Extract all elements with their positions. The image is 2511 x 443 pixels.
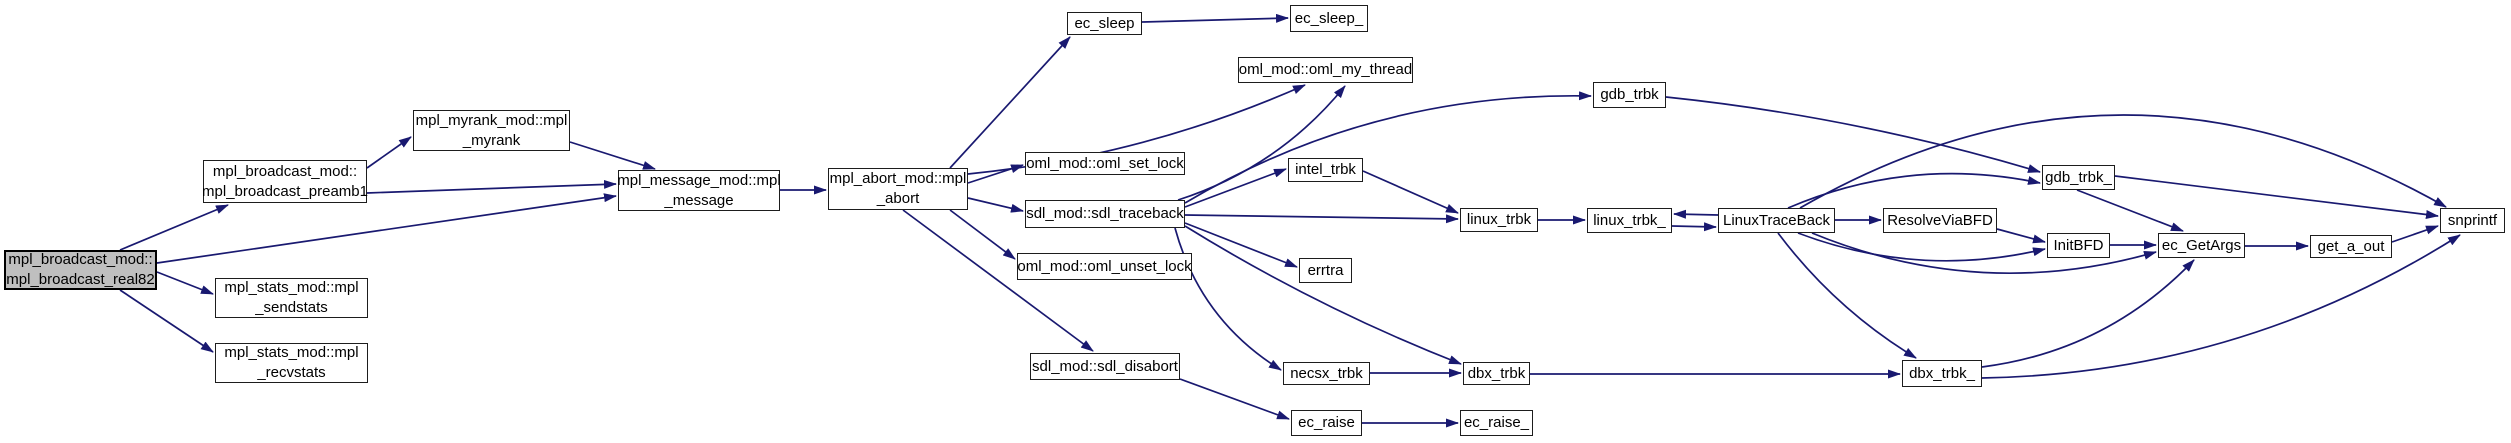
edge-get_a_out-to-snprintf	[2391, 225, 2439, 243]
edge-dbx_trbk_-to-snprintf	[1981, 234, 2461, 379]
node-linux_trbk[interactable]: linux_trbk	[1460, 208, 1538, 232]
node-sdl_traceback[interactable]: sdl_mod::sdl_traceback	[1025, 200, 1185, 228]
node-oml_my_thread[interactable]: oml_mod::oml_my_thread	[1238, 57, 1413, 83]
node-ec_sleep_[interactable]: ec_sleep_	[1290, 5, 1368, 32]
edge-LinuxTraceBack-to-snprintf	[1799, 114, 2447, 209]
edge-sdl_traceback-to-gdb_trbk	[1184, 91, 1592, 204]
edge-sdl_traceback-to-dbx_trbk	[1184, 225, 1462, 365]
node-mpl_sendstats[interactable]: mpl_stats_mod::mpl _sendstats	[215, 278, 368, 318]
edge-mpl_myrank-to-mpl_message	[569, 141, 656, 170]
edge-mpl_abort-to-oml_set_lock	[967, 164, 1024, 184]
edge-sdl_traceback-to-necsx_trbk	[1174, 227, 1282, 371]
node-snprintf[interactable]: snprintf	[2440, 208, 2505, 233]
node-gdb_trbk[interactable]: gdb_trbk	[1593, 82, 1666, 108]
edge-mpl_broadcast_real82-to-mpl_recvstats	[119, 289, 214, 353]
edge-gdb_trbk_-to-ec_GetArgs	[2076, 189, 2184, 232]
edge-LinuxTraceBack-to-InitBFD	[1797, 232, 2046, 262]
edge-sdl_traceback-to-oml_my_thread	[1177, 85, 1346, 201]
edge-mpl_broadcast_preamb1-to-mpl_myrank	[366, 136, 412, 169]
edge-mpl_abort-to-ec_sleep	[949, 36, 1071, 169]
node-LinuxTraceBack[interactable]: LinuxTraceBack	[1718, 208, 1835, 233]
node-sdl_disabort[interactable]: sdl_mod::sdl_disabort	[1030, 353, 1180, 380]
node-mpl_message[interactable]: mpl_message_mod::mpl _message	[617, 170, 781, 211]
node-ResolveViaBFD[interactable]: ResolveViaBFD	[1883, 208, 1997, 233]
node-ec_GetArgs[interactable]: ec_GetArgs	[2158, 233, 2245, 258]
node-mpl_broadcast_real82: mpl_broadcast_mod:: mpl_broadcast_real82	[4, 250, 157, 290]
node-mpl_myrank[interactable]: mpl_myrank_mod::mpl _myrank	[413, 110, 570, 151]
node-intel_trbk[interactable]: intel_trbk	[1288, 158, 1363, 182]
edge-LinuxTraceBack-to-ec_GetArgs	[1811, 232, 2157, 275]
edge-LinuxTraceBack-to-linux_trbk_	[1673, 209, 1719, 219]
edge-gdb_trbk_-to-snprintf	[2114, 175, 2439, 219]
node-gdb_trbk_[interactable]: gdb_trbk_	[2042, 165, 2115, 190]
edge-linux_trbk_-to-LinuxTraceBack	[1671, 222, 1717, 232]
edge-LinuxTraceBack-to-gdb_trbk_	[1787, 172, 2041, 209]
node-mpl_broadcast_preamb1[interactable]: mpl_broadcast_mod:: mpl_broadcast_preamb…	[202, 160, 368, 203]
node-oml_set_lock[interactable]: oml_mod::oml_set_lock	[1025, 152, 1185, 175]
edge-mpl_broadcast_real82-to-mpl_broadcast_preamb1	[119, 204, 229, 251]
node-oml_unset_lock[interactable]: oml_mod::oml_unset_lock	[1017, 253, 1192, 280]
node-ec_raise[interactable]: ec_raise	[1291, 410, 1362, 436]
edge-gdb_trbk-to-gdb_trbk_	[1665, 96, 2041, 173]
node-necsx_trbk[interactable]: necsx_trbk	[1283, 362, 1370, 385]
edge-sdl_disabort-to-ec_raise	[1179, 378, 1290, 420]
node-errtra[interactable]: errtra	[1299, 258, 1352, 283]
edge-ResolveViaBFD-to-InitBFD	[1996, 228, 2046, 244]
node-ec_sleep[interactable]: ec_sleep	[1067, 12, 1142, 35]
edge-sdl_traceback-to-intel_trbk	[1184, 168, 1287, 208]
edge-dbx_trbk_-to-ec_GetArgs	[1981, 259, 2195, 368]
node-InitBFD[interactable]: InitBFD	[2047, 233, 2110, 258]
edge-ec_sleep-to-ec_sleep_	[1141, 13, 1289, 23]
node-mpl_recvstats[interactable]: mpl_stats_mod::mpl _recvstats	[215, 343, 368, 383]
edge-mpl_broadcast_preamb1-to-mpl_message	[366, 179, 617, 194]
edge-mpl_abort-to-sdl_disabort	[902, 209, 1094, 352]
node-dbx_trbk_[interactable]: dbx_trbk_	[1902, 360, 1982, 387]
edge-sdl_traceback-to-linux_trbk	[1184, 214, 1459, 224]
edge-intel_trbk-to-linux_trbk	[1362, 170, 1459, 214]
node-dbx_trbk[interactable]: dbx_trbk	[1463, 362, 1530, 385]
node-mpl_abort[interactable]: mpl_abort_mod::mpl _abort	[828, 168, 968, 210]
edge-mpl_abort-to-oml_unset_lock	[949, 209, 1016, 260]
edge-LinuxTraceBack-to-dbx_trbk_	[1777, 232, 1917, 359]
node-linux_trbk_[interactable]: linux_trbk_	[1587, 208, 1672, 233]
edge-mpl_broadcast_real82-to-mpl_message	[156, 193, 617, 264]
node-get_a_out[interactable]: get_a_out	[2310, 235, 2392, 258]
edge-mpl_abort-to-sdl_traceback	[967, 197, 1024, 213]
node-ec_raise_[interactable]: ec_raise_	[1460, 410, 1533, 436]
edge-mpl_broadcast_real82-to-mpl_sendstats	[156, 271, 214, 295]
edge-sdl_traceback-to-errtra	[1184, 222, 1298, 268]
